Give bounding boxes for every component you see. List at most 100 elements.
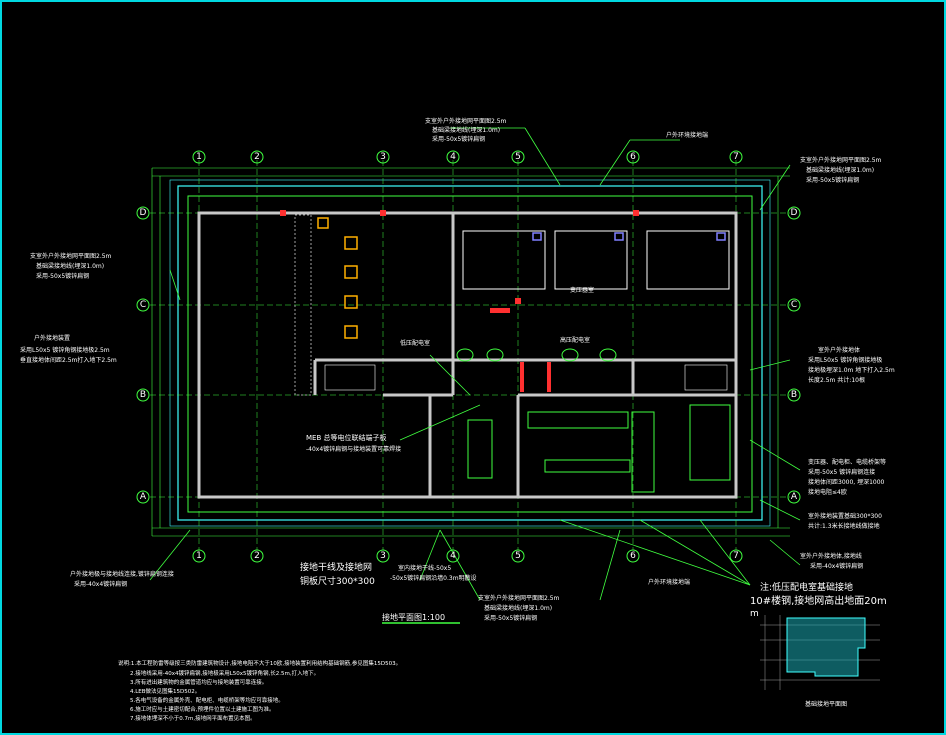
callout-right-top: 支室外户外接地网平面图2.5m 基础梁接地线(埋深1.0m) 采用-50x5镀锌… <box>800 156 882 184</box>
callout-top-right-small: 户外环境接地端 <box>666 131 708 139</box>
svg-text:支室外户外接地网平面图2.5m: 支室外户外接地网平面图2.5m <box>30 252 112 260</box>
svg-text:MEB 总等电位联结端子板: MEB 总等电位联结端子板 <box>306 433 387 442</box>
axis-col-4: 4 <box>450 152 456 162</box>
equipment-squares <box>317 217 358 339</box>
outer-ground-loop <box>177 185 763 521</box>
inset-caption: 基础接地平面图 <box>805 700 847 708</box>
svg-text:4.LEB做法见图集15D502。: 4.LEB做法见图集15D502。 <box>130 687 200 695</box>
svg-text:室外户外接地体,接地线: 室外户外接地体,接地线 <box>800 552 862 560</box>
callout-right-low: 变压器、配电柜、电缆桥架等 采用-50x5 镀锌扁钢连接 接地体间距3000, … <box>808 458 886 496</box>
transformer-icons <box>532 232 726 241</box>
drawing-title: 接地平面图1:100 <box>382 612 445 622</box>
svg-text:变压器、配电柜、电缆桥架等: 变压器、配电柜、电缆桥架等 <box>808 458 886 466</box>
callout-bottom-left: 户外接地极与接地线连接,镀锌扁钢连接 采用-40x4镀锌扁钢 <box>70 570 174 588</box>
svg-text:7.接地体埋深不小于0.7m,接地网平面布置见本图。: 7.接地体埋深不小于0.7m,接地网平面布置见本图。 <box>130 714 256 722</box>
callout-right-mid: 室外户外接地体 采用L50x5 镀锌角钢接地极 接地极埋深1.0m 地下打入2.… <box>808 346 895 384</box>
svg-text:采用-50x5镀锌扁钢: 采用-50x5镀锌扁钢 <box>432 135 485 143</box>
meb-note: MEB 总等电位联结端子板 -40x4镀锌扁钢与接地装置可靠焊接 <box>306 433 401 453</box>
green-ground-ring <box>187 195 753 513</box>
svg-text:5.各电气设备的金属外壳、配电柜、电缆桥架等均应可靠接地。: 5.各电气设备的金属外壳、配电柜、电缆桥架等均应可靠接地。 <box>130 696 284 704</box>
svg-text:户外接地装置: 户外接地装置 <box>34 334 70 342</box>
axis-col-2: 2 <box>254 152 260 162</box>
svg-text:长度2.5m 共计:10根: 长度2.5m 共计:10根 <box>808 376 865 384</box>
switchgear-rows <box>467 404 731 493</box>
round-equipment <box>456 348 617 362</box>
leader-lines <box>149 127 801 601</box>
svg-text:采用-50x5 镀锌扁钢连接: 采用-50x5 镀锌扁钢连接 <box>808 468 875 476</box>
axis-col-2-bottom: 2 <box>254 551 260 561</box>
svg-text:注:低压配电室基础接地: 注:低压配电室基础接地 <box>760 581 853 593</box>
svg-text:说明:1.本工程防雷等级按三类防雷建筑物设计,接地电阻不大于: 说明:1.本工程防雷等级按三类防雷建筑物设计,接地电阻不大于10欧,接地装置利用… <box>118 659 401 667</box>
svg-text:支室外户外接地网平面图2.5m: 支室外户外接地网平面图2.5m <box>800 156 882 164</box>
axis-row-c: C <box>140 300 146 310</box>
svg-text:室外户外接地体: 室外户外接地体 <box>818 346 860 354</box>
axis-row-a: A <box>140 492 147 502</box>
axis-col-7: 7 <box>733 152 739 162</box>
svg-text:基础梁接地线(埋深1.0m): 基础梁接地线(埋深1.0m) <box>806 166 874 174</box>
svg-text:支室外户外接地网平面图2.5m: 支室外户外接地网平面图2.5m <box>425 117 507 125</box>
room-label-low-voltage: 低压配电室 <box>400 339 430 347</box>
red-markers <box>280 210 639 392</box>
svg-text:采用-50x5镀锌扁钢: 采用-50x5镀锌扁钢 <box>36 272 89 280</box>
axis-col-5-bottom: 5 <box>515 551 521 561</box>
callout-right-lower2: 室外接地装置基础300*300 共计:1.3米长接地线做接地 <box>808 512 882 530</box>
svg-text:3.所有进出建筑物的金属管道均应与接地装置可靠连接。: 3.所有进出建筑物的金属管道均应与接地装置可靠连接。 <box>130 678 267 686</box>
room-label-high-voltage: 高压配电室 <box>560 336 590 344</box>
callout-left-mid: 户外接地装置 采用L50x5 镀锌角钢接地极2.5m 垂直接地体间距2.5m打入… <box>20 334 117 364</box>
transformer-rooms <box>462 230 730 290</box>
axis-row-b-right: B <box>791 390 797 400</box>
axis-bubbles <box>136 150 801 563</box>
svg-text:垂直接地体间距2.5m打入地下2.5m: 垂直接地体间距2.5m打入地下2.5m <box>20 356 117 364</box>
axis-col-3: 3 <box>380 152 386 162</box>
callout-left-upper: 支室外户外接地网平面图2.5m 基础梁接地线(埋深1.0m) 采用-50x5镀锌… <box>30 252 112 280</box>
axis-col-7-bottom: 7 <box>733 551 739 561</box>
axis-row-a-right: A <box>791 492 798 502</box>
svg-text:基础梁接地线(埋深1.0m): 基础梁接地线(埋深1.0m) <box>432 126 500 134</box>
svg-text:接地干线及接地网: 接地干线及接地网 <box>300 561 372 573</box>
svg-text:基础梁接地线(埋深1.0m): 基础梁接地线(埋深1.0m) <box>36 262 104 270</box>
svg-text:接地电阻≤4欧: 接地电阻≤4欧 <box>808 488 847 496</box>
inset-hatched-area <box>786 617 866 677</box>
callout-bottom-right-small: 户外环境接地端 <box>648 578 690 586</box>
svg-text:共计:1.3米长接地线做接地: 共计:1.3米长接地线做接地 <box>808 522 880 530</box>
axis-grid <box>150 160 790 550</box>
axis-row-b: B <box>140 390 146 400</box>
callout-bottom-center-small: 室内接地干线-50x5 -50x5镀锌扁钢沿墙0.3m明敷设 <box>390 564 477 582</box>
svg-text:m: m <box>750 609 759 619</box>
svg-text:户外接地极与接地线连接,镀锌扁钢连接: 户外接地极与接地线连接,镀锌扁钢连接 <box>70 570 174 578</box>
svg-text:2.接地线采用-40x4镀锌扁钢,接地极采用L50x5镀锌角: 2.接地线采用-40x4镀锌扁钢,接地极采用L50x5镀锌角钢,长2.5m,打入… <box>130 669 319 677</box>
stairs <box>324 364 728 391</box>
svg-text:接地体间距3000, 埋深1000: 接地体间距3000, 埋深1000 <box>808 478 885 486</box>
svg-text:铜板尺寸300*300: 铜板尺寸300*300 <box>300 575 375 587</box>
svg-text:采用-40x4镀锌扁钢: 采用-40x4镀锌扁钢 <box>74 580 127 588</box>
svg-text:采用-40x4镀锌扁钢: 采用-40x4镀锌扁钢 <box>810 562 863 570</box>
svg-text:-40x4镀锌扁钢与接地装置可靠焊接: -40x4镀锌扁钢与接地装置可靠焊接 <box>306 445 401 453</box>
general-notes: 说明:1.本工程防雷等级按三类防雷建筑物设计,接地电阻不大于10欧,接地装置利用… <box>118 659 401 722</box>
svg-text:采用L50x5 镀锌角钢接地极2.5m: 采用L50x5 镀锌角钢接地极2.5m <box>20 346 110 354</box>
axis-row-d: D <box>140 208 147 218</box>
axis-col-1: 1 <box>196 152 202 162</box>
axis-col-6-bottom: 6 <box>630 551 636 561</box>
inset-title: 注:低压配电室基础接地 10#楼钢,接地网高出地面20m m <box>750 581 887 619</box>
axis-row-c-right: C <box>791 300 797 310</box>
svg-text:10#楼钢,接地网高出地面20m: 10#楼钢,接地网高出地面20m <box>750 594 887 607</box>
building-walls <box>197 211 738 499</box>
dimension-lines <box>151 167 790 537</box>
svg-text:支室外户外接地网平面图2.5m: 支室外户外接地网平面图2.5m <box>478 594 560 602</box>
svg-text:-50x5镀锌扁钢沿墙0.3m明敷设: -50x5镀锌扁钢沿墙0.3m明敷设 <box>390 574 477 582</box>
axis-col-6: 6 <box>630 152 636 162</box>
svg-text:接地极埋深1.0m 地下打入2.5m: 接地极埋深1.0m 地下打入2.5m <box>808 366 895 374</box>
axis-col-3-bottom: 3 <box>380 551 386 561</box>
callout-bottom-center: 接地干线及接地网 铜板尺寸300*300 <box>300 561 375 587</box>
svg-text:室外接地装置基础300*300: 室外接地装置基础300*300 <box>808 512 882 520</box>
hatched-shaft <box>294 214 312 396</box>
svg-text:采用L50x5 镀锌角钢接地极: 采用L50x5 镀锌角钢接地极 <box>808 356 882 364</box>
callout-top-center: 支室外户外接地网平面图2.5m 基础梁接地线(埋深1.0m) 采用-50x5镀锌… <box>425 117 507 143</box>
axis-col-5: 5 <box>515 152 521 162</box>
axis-row-d-right: D <box>791 208 798 218</box>
svg-text:室内接地干线-50x5: 室内接地干线-50x5 <box>398 564 451 572</box>
axis-labels: 1 2 3 4 5 6 7 1 2 3 4 5 6 7 D C B A D C … <box>140 152 798 561</box>
outer-ground-loop-2 <box>169 179 771 527</box>
svg-text:基础梁接地线(埋深1.0m): 基础梁接地线(埋深1.0m) <box>484 604 552 612</box>
